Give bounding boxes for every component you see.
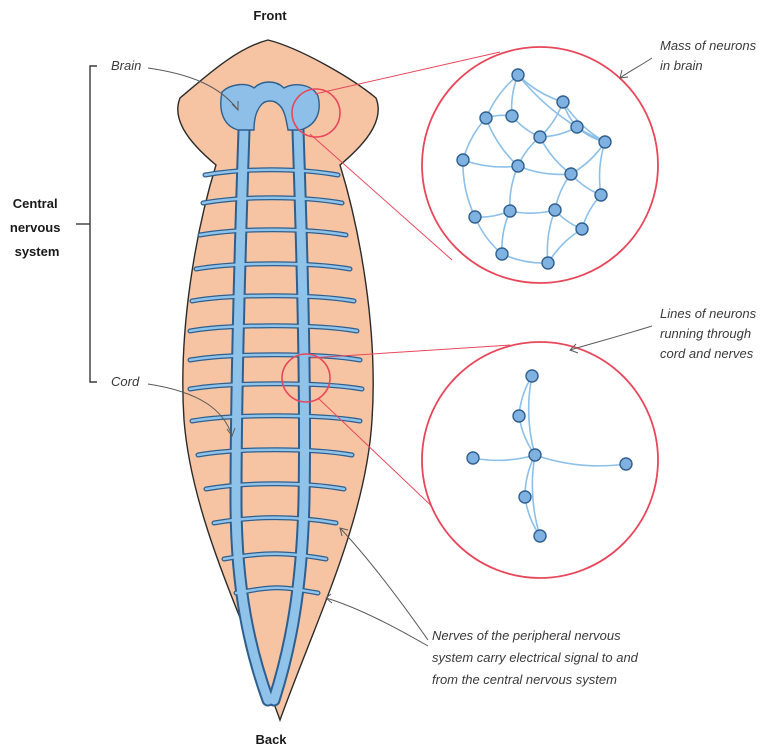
lines-neurons-line-2: running through — [660, 326, 751, 341]
cns-label-line-1: Central — [13, 196, 58, 211]
cns-bracket — [76, 66, 97, 382]
neuron — [599, 136, 611, 148]
neuron — [534, 530, 546, 542]
cns-label-line-3: system — [15, 244, 60, 259]
peripheral-pointer-lower — [326, 598, 428, 646]
mass-neurons-line-2: in brain — [660, 58, 703, 73]
neuron — [469, 211, 481, 223]
lines-neurons-label: Lines of neurons running through cord an… — [660, 306, 760, 361]
neuron — [595, 189, 607, 201]
brain-neuron-callout — [422, 47, 658, 283]
cord-label: Cord — [111, 374, 140, 389]
neuron — [513, 410, 525, 422]
neuron — [576, 223, 588, 235]
neuron — [519, 491, 531, 503]
neuron — [549, 204, 561, 216]
neuron — [557, 96, 569, 108]
neuron — [542, 257, 554, 269]
front-label: Front — [253, 8, 287, 23]
neuron — [512, 69, 524, 81]
neuron — [571, 121, 583, 133]
neuron — [620, 458, 632, 470]
neuron — [467, 452, 479, 464]
mass-neurons-line-1: Mass of neurons — [660, 38, 757, 53]
brain-label: Brain — [111, 58, 141, 73]
lines-neurons-pointer — [570, 326, 652, 350]
neuron — [496, 248, 508, 260]
peripheral-line-1: Nerves of the peripheral nervous — [432, 628, 621, 643]
neuron — [529, 449, 541, 461]
cns-label: Central nervous system — [10, 196, 64, 259]
lines-neurons-line-1: Lines of neurons — [660, 306, 757, 321]
neuron — [506, 110, 518, 122]
peripheral-pointer-upper — [340, 528, 428, 640]
lines-neurons-line-3: cord and nerves — [660, 346, 754, 361]
mass-neurons-label: Mass of neurons in brain — [660, 38, 760, 73]
neuron — [534, 131, 546, 143]
cns-label-line-2: nervous — [10, 220, 61, 235]
neuron — [480, 112, 492, 124]
neuron — [512, 160, 524, 172]
neuron — [504, 205, 516, 217]
peripheral-line-2: system carry electrical signal to and — [432, 650, 639, 665]
back-label: Back — [255, 732, 287, 747]
peripheral-label: Nerves of the peripheral nervous system … — [432, 628, 642, 687]
worm-body — [178, 40, 378, 720]
neuron — [526, 370, 538, 382]
neuron — [457, 154, 469, 166]
neuron — [565, 168, 577, 180]
peripheral-line-3: from the central nervous system — [432, 672, 617, 687]
mass-neurons-pointer — [620, 58, 652, 78]
